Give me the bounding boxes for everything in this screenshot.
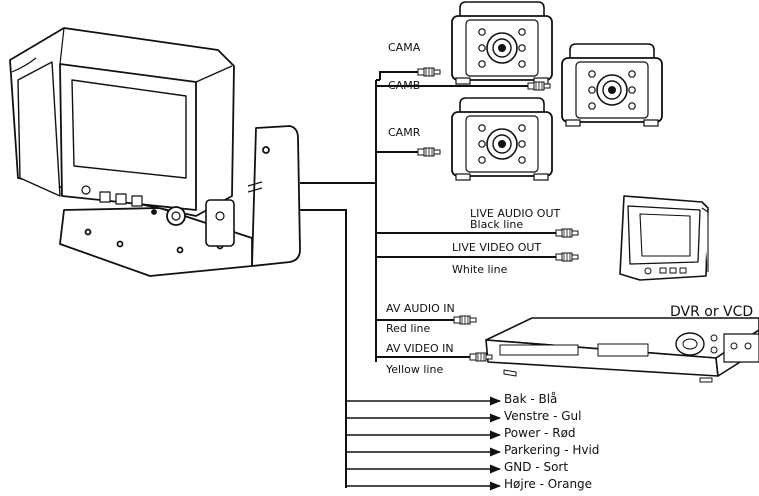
wire-label-bak: Bak - Blå	[504, 392, 557, 406]
wire-label-gnd: GND - Sort	[504, 460, 568, 474]
label-av-video-in: AV VIDEO IN	[386, 342, 454, 355]
camera-r-plug	[417, 147, 441, 157]
label-live-video-out: LIVE VIDEO OUT	[452, 241, 541, 254]
label-live-audio-out: LIVE AUDIO OUT	[470, 207, 560, 220]
camera-b	[561, 43, 663, 127]
label-red-line: Red line	[386, 322, 430, 335]
label-camr: CAMR	[388, 126, 421, 139]
audio-out-plug	[555, 228, 579, 238]
av-audio-plug	[453, 315, 477, 325]
wire-label-parkering: Parkering - Hvid	[504, 443, 599, 457]
wire-group	[346, 396, 502, 491]
label-cama: CAMA	[388, 41, 421, 54]
label-yellow-line: Yellow line	[385, 363, 443, 376]
label-av-audio-in: AV AUDIO IN	[386, 302, 455, 315]
wire-label-power: Power - Rød	[504, 426, 576, 440]
label-black-line: Black line	[470, 218, 523, 231]
camera-a	[451, 1, 553, 85]
camera-r	[451, 97, 553, 181]
label-white-line: White line	[452, 263, 508, 276]
wire-label-venstre: Venstre - Gul	[504, 409, 581, 423]
camera-a-plug	[417, 67, 441, 77]
dvr-device	[485, 317, 759, 383]
main-cable-bundle	[300, 71, 556, 488]
wire-label-hojre: Højre - Orange	[504, 477, 592, 491]
slave-monitor	[619, 195, 709, 281]
video-out-plug	[555, 252, 579, 262]
main-monitor	[9, 27, 301, 277]
label-dvr-vcd: DVR or VCD	[670, 304, 753, 320]
label-camb: CAMB	[388, 79, 420, 92]
